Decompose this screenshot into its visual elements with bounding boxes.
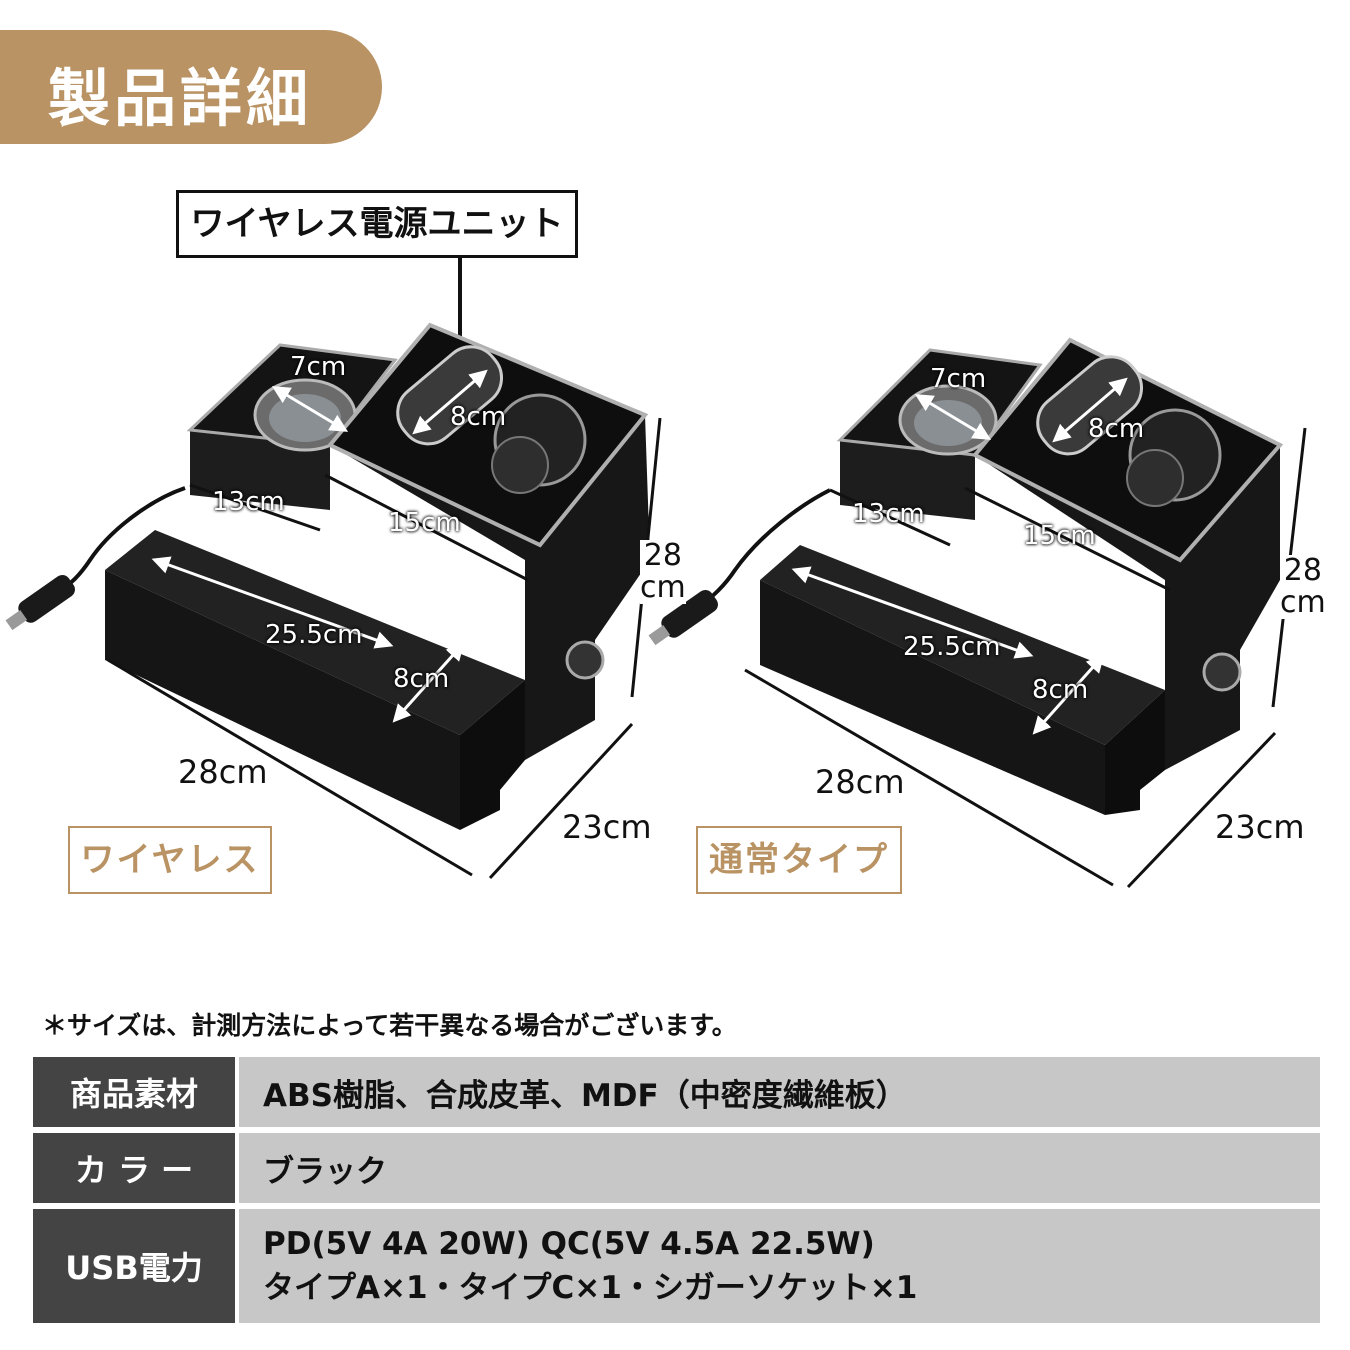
spec-value-color: ブラック — [239, 1133, 1320, 1203]
variant-label-normal: 通常タイプ — [696, 826, 902, 894]
dim-slot-1: 8cm — [450, 402, 507, 432]
size-note: ＊サイズは、計測方法によって若干異なる場合がございます。 — [42, 1011, 737, 1040]
dim-height-1: 28 cm — [640, 538, 686, 605]
dim-tray-depth-1: 8cm — [393, 664, 450, 694]
section-title: 製品詳細 — [48, 62, 313, 135]
dim-top-2: 15cm — [1023, 521, 1096, 551]
dim-depth-1: 23cm — [562, 808, 652, 846]
product-illustrations — [5, 322, 1307, 889]
spec-value-usb: PD(5V 4A 20W) QC(5V 4.5A 22.5W) タイプA×1・タ… — [239, 1209, 1320, 1323]
spec-color-line: ブラック — [263, 1153, 387, 1190]
spec-label-material: 商品素材 — [33, 1057, 235, 1127]
dim-height-2: 28 cm — [1280, 553, 1326, 620]
spec-label-color: カ ラ ー — [33, 1133, 235, 1203]
dim-tray-depth-2: 8cm — [1032, 675, 1089, 705]
wireless-unit-callout: ワイヤレス電源ユニット — [176, 190, 578, 258]
spec-usb-line-1: PD(5V 4A 20W) QC(5V 4.5A 22.5W) — [263, 1225, 875, 1262]
spec-row-color: カ ラ ー ブラック — [33, 1133, 1320, 1203]
spec-value-material: ABS樹脂、合成皮革、MDF（中密度繊維板） — [239, 1057, 1320, 1127]
spec-label-usb: USB電力 — [33, 1209, 235, 1323]
spec-material-line: ABS樹脂、合成皮革、MDF（中密度繊維板） — [263, 1077, 907, 1114]
spec-row-usb: USB電力 PD(5V 4A 20W) QC(5V 4.5A 22.5W) タイ… — [33, 1209, 1320, 1323]
dim-tray-1: 25.5cm — [265, 620, 363, 650]
spec-row-material: 商品素材 ABS樹脂、合成皮革、MDF（中密度繊維板） — [33, 1057, 1320, 1127]
dim-side-2: 13cm — [852, 499, 925, 529]
dim-slot-2: 8cm — [1088, 414, 1145, 444]
dim-side-1: 13cm — [212, 487, 285, 517]
dim-width-1: 28cm — [178, 753, 268, 791]
dim-depth-2: 23cm — [1215, 808, 1305, 846]
section-header: 製品詳細 — [0, 30, 382, 144]
dim-tray-2: 25.5cm — [903, 632, 1001, 662]
product-normal-image — [648, 337, 1307, 889]
spec-usb-line-2: タイプA×1・タイプC×1・シガーソケット×1 — [263, 1269, 918, 1306]
variant-label-wireless: ワイヤレス — [68, 826, 272, 894]
dim-cup-2: 7cm — [930, 364, 987, 394]
dim-width-2: 28cm — [815, 763, 905, 801]
dim-cup-1: 7cm — [290, 352, 347, 382]
callout-pointer-line — [458, 258, 462, 363]
dim-top-1: 15cm — [388, 508, 461, 538]
product-wireless-image — [5, 322, 662, 880]
